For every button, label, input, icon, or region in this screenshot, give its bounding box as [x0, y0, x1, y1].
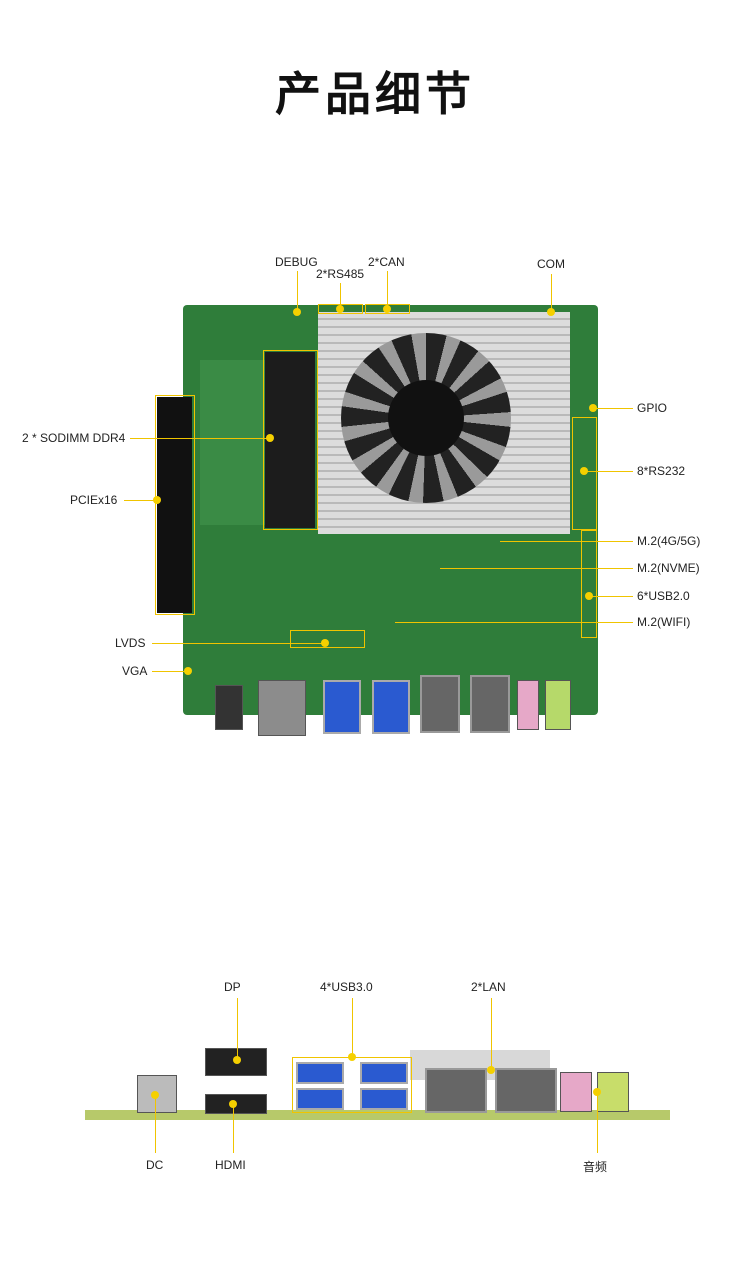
lan-port [470, 675, 510, 733]
label-rs232: 8*RS232 [637, 464, 686, 478]
label-lan: 2*LAN [471, 980, 506, 994]
usb3-port [372, 680, 410, 734]
label-m2-nvme: M.2(NVME) [637, 561, 700, 575]
usb3-port [360, 1062, 408, 1084]
label-sodimm: 2 * SODIMM DDR4 [22, 431, 126, 445]
audio-port-green [545, 680, 571, 730]
label-dp: DP [224, 980, 241, 994]
label-audio: 音频 [583, 1160, 608, 1174]
usb3-port [323, 680, 361, 734]
pcb-edge [85, 1110, 670, 1120]
audio-port-green [597, 1072, 629, 1112]
label-hdmi: HDMI [215, 1158, 246, 1172]
label-gpio: GPIO [637, 401, 668, 415]
pcie-slot [157, 397, 192, 613]
usb3-port [296, 1062, 344, 1084]
lan-port [420, 675, 460, 733]
label-m2-4g5g: M.2(4G/5G) [637, 534, 701, 548]
usb3-port [360, 1088, 408, 1110]
label-m2-wifi: M.2(WIFI) [637, 615, 691, 629]
dp-hdmi-port [258, 680, 306, 736]
dc-jack [215, 685, 243, 730]
label-usb30: 4*USB3.0 [320, 980, 373, 994]
label-vga: VGA [122, 664, 148, 678]
label-rs485: 2*RS485 [316, 267, 365, 281]
page-title: 产品细节 [275, 67, 475, 121]
audio-port-pink [560, 1072, 592, 1112]
usb3-port [296, 1088, 344, 1110]
memory-module [200, 360, 265, 525]
audio-port-pink [517, 680, 539, 730]
label-dc: DC [146, 1158, 164, 1172]
label-usb20: 6*USB2.0 [637, 589, 690, 603]
label-lvds: LVDS [115, 636, 146, 650]
fan-hub [388, 380, 464, 456]
lan-port [495, 1068, 557, 1113]
lan-port [425, 1068, 487, 1113]
label-pcie: PCIEx16 [70, 493, 118, 507]
label-can: 2*CAN [368, 255, 405, 269]
label-com: COM [537, 257, 565, 271]
label-debug: DEBUG [275, 255, 318, 269]
